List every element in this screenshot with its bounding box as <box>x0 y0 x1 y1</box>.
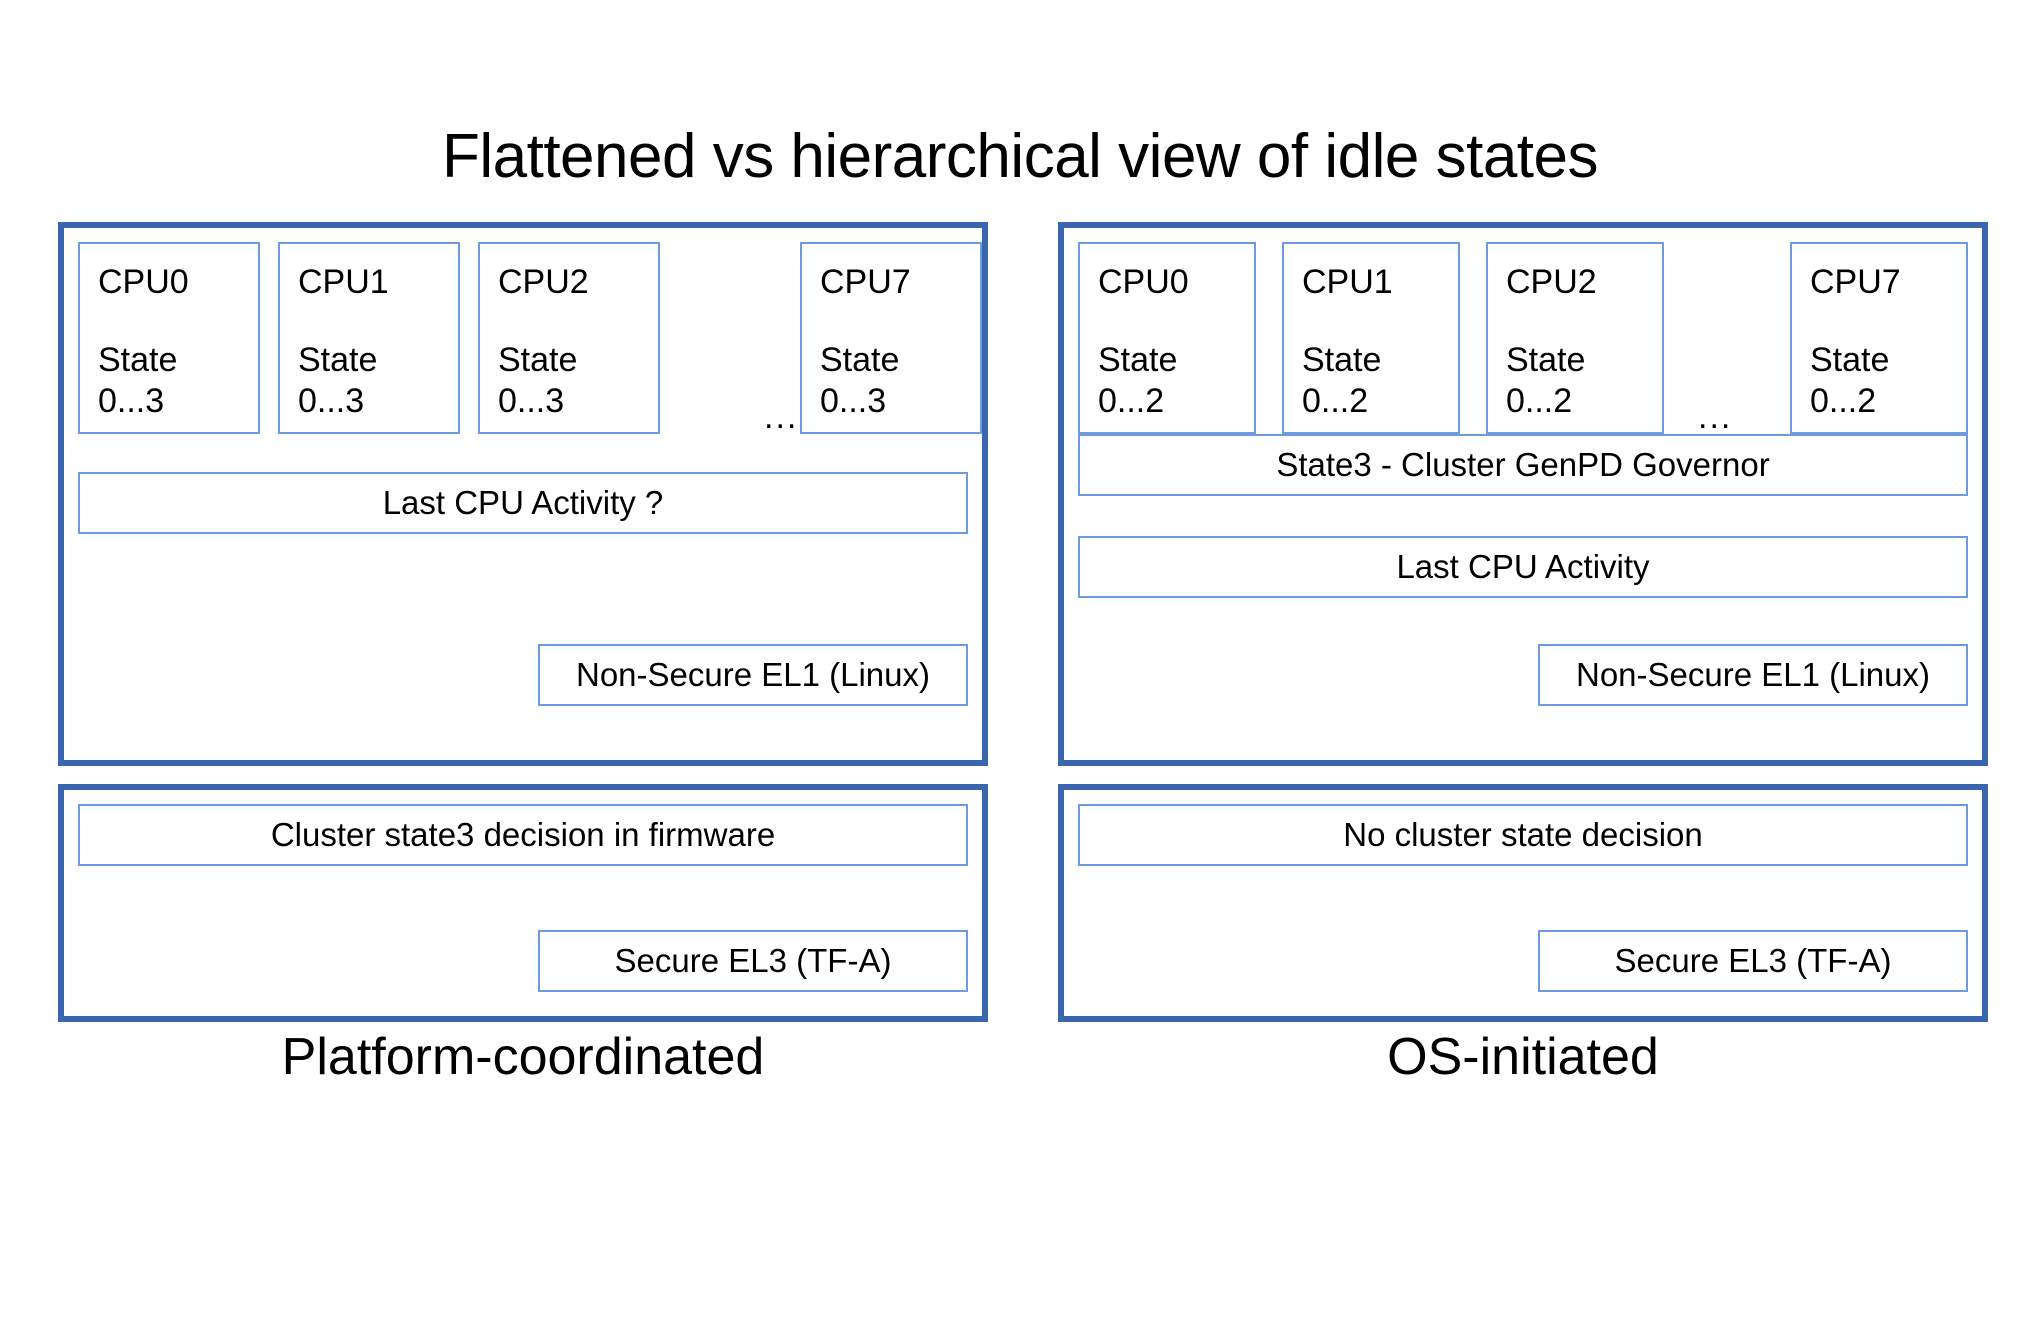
diagram-title: Flattened vs hierarchical view of idle s… <box>441 122 1599 191</box>
bar-last-cpu-activity-left: Last CPU Activity ? <box>78 472 968 534</box>
panel-firmware-left: Cluster state3 decision in firmware Secu… <box>58 784 988 1022</box>
badge-label: Secure EL3 (TF-A) <box>1614 942 1892 979</box>
cpu-state-line2: 0...2 <box>1098 382 1165 420</box>
badge-label: Secure EL3 (TF-A) <box>614 942 892 979</box>
badge-label: Non-Secure EL1 (Linux) <box>1575 656 1930 693</box>
cpu-state-line1: State <box>298 341 378 379</box>
cpu-label: CPU1 <box>298 263 389 301</box>
cpu-ellipsis-right: ... <box>1698 398 1733 436</box>
cpu-state-line2: 0...2 <box>1506 382 1573 420</box>
caption-platform-coordinated: Platform-coordinated <box>281 1028 765 1086</box>
badge-non-secure-el1-left: Non-Secure EL1 (Linux) <box>538 644 968 706</box>
cpu-state-line1: State <box>98 341 178 379</box>
cpu-state-line1: State <box>1098 341 1178 379</box>
bar-label: State3 - Cluster GenPD Governor <box>1276 446 1770 483</box>
cpu-label: CPU7 <box>1810 263 1901 301</box>
cpu-state-line1: State <box>1506 341 1586 379</box>
cpu-state-line1: State <box>820 341 900 379</box>
cpu-label: CPU2 <box>1506 263 1597 301</box>
badge-secure-el3-right: Secure EL3 (TF-A) <box>1538 930 1968 992</box>
cpu-label: CPU7 <box>820 263 911 301</box>
bar-last-cpu-activity-right: Last CPU Activity <box>1078 536 1968 598</box>
cpu-label: CPU0 <box>1098 263 1189 301</box>
badge-secure-el3-left: Secure EL3 (TF-A) <box>538 930 968 992</box>
cpu-state-line2: 0...3 <box>498 382 565 420</box>
cpu-state-line2: 0...3 <box>298 382 365 420</box>
cpu-state-line2: 0...2 <box>1302 382 1369 420</box>
bar-state3-cluster-genpd-governor-right: State3 - Cluster GenPD Governor <box>1078 434 1968 496</box>
panel-firmware-right: No cluster state decision Secure EL3 (TF… <box>1058 784 1988 1022</box>
caption-os-initiated: OS-initiated <box>1387 1028 1659 1086</box>
bar-cluster-state3-decision-left: Cluster state3 decision in firmware <box>78 804 968 866</box>
cpu-label: CPU0 <box>98 263 189 301</box>
cpu-state-line2: 0...3 <box>820 382 887 420</box>
cpu-state-line2: 0...3 <box>98 382 165 420</box>
cpu-state-line1: State <box>498 341 578 379</box>
bar-label: Last CPU Activity ? <box>382 484 664 521</box>
bar-label: Cluster state3 decision in firmware <box>270 816 776 853</box>
cpu-state-line1: State <box>1302 341 1382 379</box>
badge-label: Non-Secure EL1 (Linux) <box>575 656 930 693</box>
cpu-label: CPU1 <box>1302 263 1393 301</box>
cpu-label: CPU2 <box>498 263 589 301</box>
bar-label: No cluster state decision <box>1343 816 1703 853</box>
bar-no-cluster-state-decision-right: No cluster state decision <box>1078 804 1968 866</box>
cpu-state-line2: 0...2 <box>1810 382 1877 420</box>
cpu-ellipsis-left: ... <box>764 398 799 436</box>
badge-non-secure-el1-right: Non-Secure EL1 (Linux) <box>1538 644 1968 706</box>
cpu-state-line1: State <box>1810 341 1890 379</box>
bar-label: Last CPU Activity <box>1396 548 1650 585</box>
